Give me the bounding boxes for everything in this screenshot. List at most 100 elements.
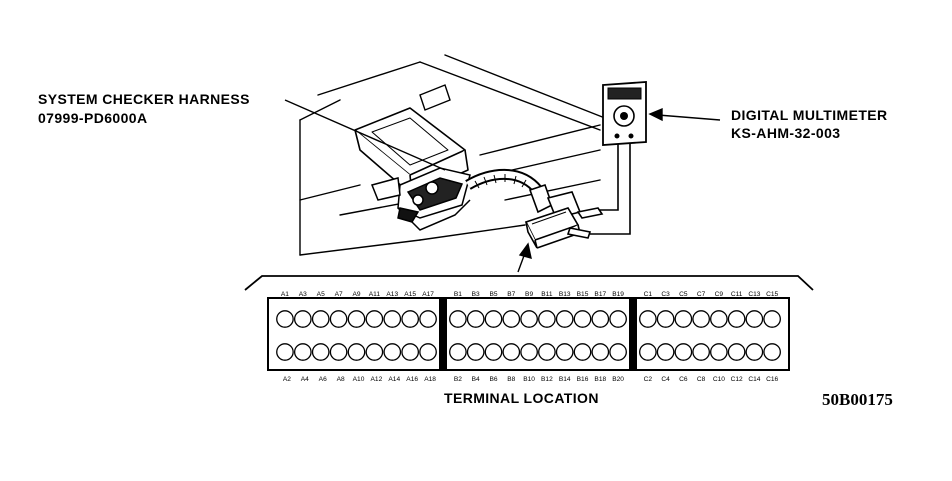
terminal-label-C4: C4 (661, 376, 670, 383)
terminal-pin-C15 (763, 310, 781, 328)
terminal-label-C2: C2 (644, 376, 653, 383)
leaders (284, 99, 721, 273)
terminal-label-C15: C15 (766, 291, 778, 298)
meter-arrow-line (657, 114, 721, 121)
terminal-pin-A2 (276, 343, 294, 361)
terminal-pin-A12 (365, 343, 384, 361)
terminal-location-caption: TERMINAL LOCATION (444, 390, 599, 406)
terminal-pin-C4 (656, 343, 675, 361)
terminal-label-B6: B6 (489, 376, 497, 383)
terminal-pin-C12 (727, 343, 746, 361)
terminal-pin-C16 (763, 343, 781, 361)
harness-connectors (370, 167, 471, 231)
terminal-label-A3: A3 (299, 291, 307, 298)
terminal-label-B13: B13 (559, 291, 571, 298)
terminal-label-C6: C6 (679, 376, 688, 383)
terminal-pin-A11 (365, 310, 384, 328)
terminal-pin-B14 (555, 343, 574, 361)
terminal-pin-C11 (727, 310, 746, 328)
terminal-label-B7: B7 (507, 291, 515, 298)
terminal-label-C16: C16 (766, 376, 778, 383)
terminal-pin-B9 (520, 310, 538, 328)
terminal-pin-B18 (591, 343, 610, 361)
terminal-pin-A1 (276, 310, 294, 328)
terminal-pin-A17 (419, 310, 437, 328)
terminal-label-C10: C10 (713, 376, 725, 383)
terminal-pin-B5 (484, 310, 503, 328)
terminal-connector: A1A2A3A4A5A6A7A8A9A10A11A12A13A14A15A16A… (267, 291, 790, 383)
terminal-label-B11: B11 (541, 291, 553, 298)
terminal-label-C11: C11 (731, 291, 743, 298)
terminal-label-B5: B5 (489, 291, 497, 298)
terminal-arrow-head-icon (518, 242, 532, 259)
terminal-pin-B3 (466, 310, 485, 328)
terminal-pin-B6 (484, 343, 503, 361)
terminal-label-A2: A2 (283, 376, 291, 383)
terminal-label-A1: A1 (281, 291, 289, 298)
terminal-label-B2: B2 (454, 376, 462, 383)
terminal-pin-B12 (538, 343, 556, 361)
terminal-label-B19: B19 (612, 291, 624, 298)
terminal-pin-B17 (591, 310, 610, 328)
terminal-label-B10: B10 (523, 376, 535, 383)
terminal-pin-A8 (329, 343, 348, 361)
harness-part-number: 07999-PD6000A (38, 110, 148, 126)
terminal-label-A10: A10 (353, 376, 365, 383)
multimeter-title: DIGITAL MULTIMETER (731, 107, 888, 123)
terminal-pin-A13 (383, 310, 402, 328)
terminal-label-B18: B18 (594, 376, 606, 383)
terminal-label-B9: B9 (525, 291, 533, 298)
terminal-pin-B16 (573, 343, 592, 361)
figure-code: 50B00175 (822, 390, 893, 409)
terminal-pin-B19 (609, 310, 627, 328)
terminal-pin-B15 (573, 310, 592, 328)
terminal-label-B15: B15 (577, 291, 589, 298)
terminal-pin-A14 (383, 343, 402, 361)
terminal-pin-B13 (555, 310, 574, 328)
multimeter (602, 81, 647, 146)
test-connector (524, 183, 582, 249)
terminal-label-A15: A15 (404, 291, 416, 298)
terminal-pin-B7 (502, 310, 521, 328)
terminal-pin-A16 (401, 343, 420, 361)
terminal-label-C1: C1 (644, 291, 653, 298)
terminal-pin-A18 (419, 343, 437, 361)
terminal-label-B3: B3 (472, 291, 480, 298)
terminal-label-A9: A9 (352, 291, 360, 298)
terminal-pin-C3 (656, 310, 675, 328)
terminal-pin-C5 (674, 310, 693, 328)
multimeter-part-number: KS-AHM-32-003 (731, 125, 841, 141)
terminal-pin-A7 (329, 310, 348, 328)
terminal-label-A16: A16 (406, 376, 418, 383)
terminal-label-B12: B12 (541, 376, 553, 383)
terminal-pin-B1 (449, 310, 467, 328)
terminal-label-C12: C12 (731, 376, 743, 383)
terminal-pin-B8 (502, 343, 521, 361)
terminal-label-B1: B1 (454, 291, 462, 298)
terminal-pin-C2 (639, 343, 657, 361)
terminal-pin-A3 (293, 310, 312, 328)
terminal-label-C8: C8 (697, 376, 706, 383)
probe-leads (566, 140, 631, 239)
dashboard-sketch (299, 54, 611, 256)
terminal-pin-B11 (538, 310, 556, 328)
connector-divider-1 (439, 298, 447, 370)
terminal-label-B16: B16 (577, 376, 589, 383)
terminal-label-A17: A17 (422, 291, 434, 298)
terminal-pin-C13 (745, 310, 764, 328)
terminal-label-A5: A5 (317, 291, 325, 298)
terminal-label-A4: A4 (301, 376, 309, 383)
terminal-pin-B10 (520, 343, 538, 361)
terminal-label-C5: C5 (679, 291, 688, 298)
terminal-label-C7: C7 (697, 291, 706, 298)
terminal-pin-A10 (347, 343, 366, 361)
terminal-label-A7: A7 (335, 291, 343, 298)
terminal-label-B14: B14 (559, 376, 571, 383)
terminal-pin-C14 (745, 343, 764, 361)
terminal-label-A18: A18 (424, 376, 436, 383)
terminal-pin-C1 (639, 310, 657, 328)
terminal-label-A11: A11 (369, 291, 381, 298)
terminal-label-B17: B17 (594, 291, 606, 298)
multimeter-display (607, 87, 642, 100)
